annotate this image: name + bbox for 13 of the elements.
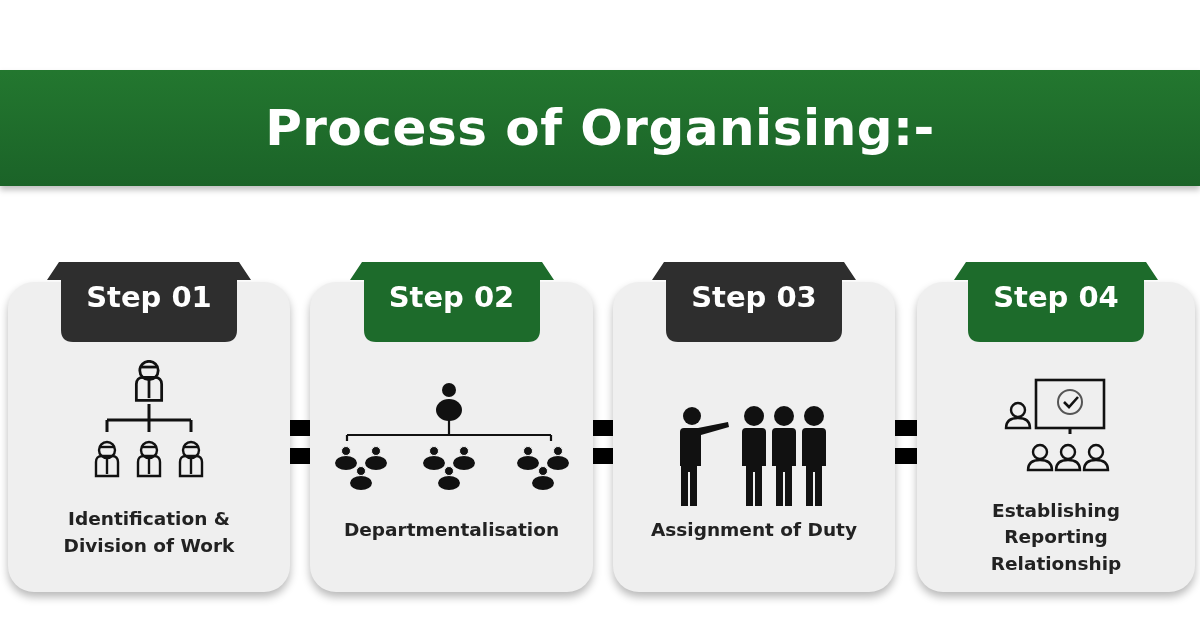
step-tab: Step 01 [47, 262, 251, 344]
step-label: Departmentalisation [342, 518, 561, 543]
step-card [310, 262, 593, 592]
step-tab: Step 03 [652, 262, 856, 344]
step-card [917, 262, 1195, 592]
step-card [613, 262, 895, 592]
step-label: Assignment of Duty [650, 518, 858, 543]
step-tab: Step 02 [349, 262, 554, 344]
step-tab: Step 04 [954, 262, 1158, 344]
step-label: Establishing Reporting Relationship [989, 498, 1123, 577]
step-label: Identification & Division of Work [62, 507, 236, 559]
step-card [8, 262, 290, 592]
title: Process of Organising:- [265, 99, 935, 157]
